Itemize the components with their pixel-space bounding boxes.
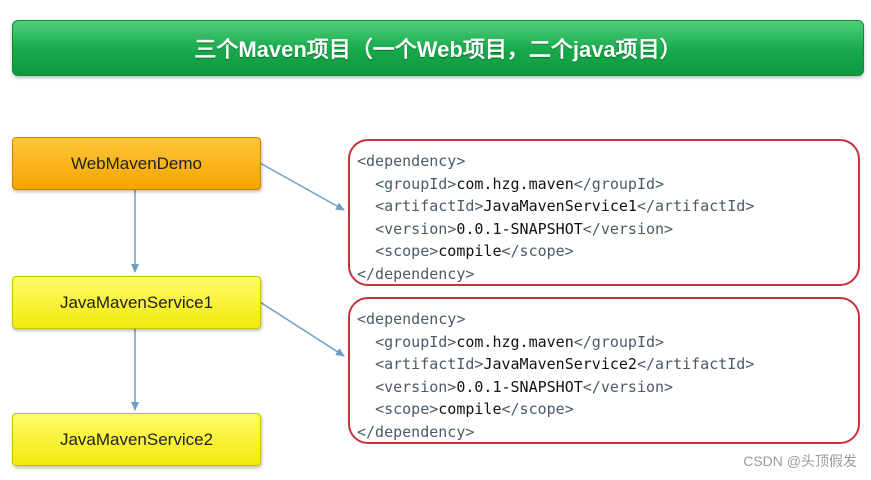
watermark-text: CSDN @头顶假发	[743, 453, 857, 469]
scope-line: <scope>compile</scope>	[375, 400, 574, 418]
version-line: <version>0.0.1-SNAPSHOT</version>	[375, 377, 674, 396]
arrow-service1-to-dependency2	[259, 301, 345, 357]
groupid-line: <groupId>com.hzg.maven</groupId>	[375, 174, 665, 193]
dependency-open-line: <dependency>	[357, 310, 466, 328]
web-project-box: WebMavenDemo	[12, 137, 261, 190]
artifactid-line: <artifactId>JavaMavenService2</artifactI…	[375, 355, 755, 373]
dependency-close-line: </dependency>	[357, 422, 475, 441]
service1-project-box: JavaMavenService1	[12, 276, 261, 329]
diagram-title: 三个Maven项目（一个Web项目，二个java项目）	[12, 20, 864, 76]
version-line: <version>0.0.1-SNAPSHOT</version>	[375, 219, 674, 238]
scope-line: <scope>compile</scope>	[375, 242, 574, 260]
groupid-line: <groupId>com.hzg.maven</groupId>	[375, 332, 665, 351]
service2-project-box: JavaMavenService2	[12, 413, 261, 466]
dependency-block-1: <dependency> <groupId>com.hzg.maven</gro…	[348, 139, 860, 286]
artifactid-line: <artifactId>JavaMavenService1</artifactI…	[375, 197, 755, 215]
dependency-block-2: <dependency> <groupId>com.hzg.maven</gro…	[348, 297, 860, 444]
dependency-close-line: </dependency>	[357, 264, 475, 283]
arrow-web-to-dependency1	[259, 162, 345, 211]
dependency-open-line: <dependency>	[357, 152, 466, 170]
